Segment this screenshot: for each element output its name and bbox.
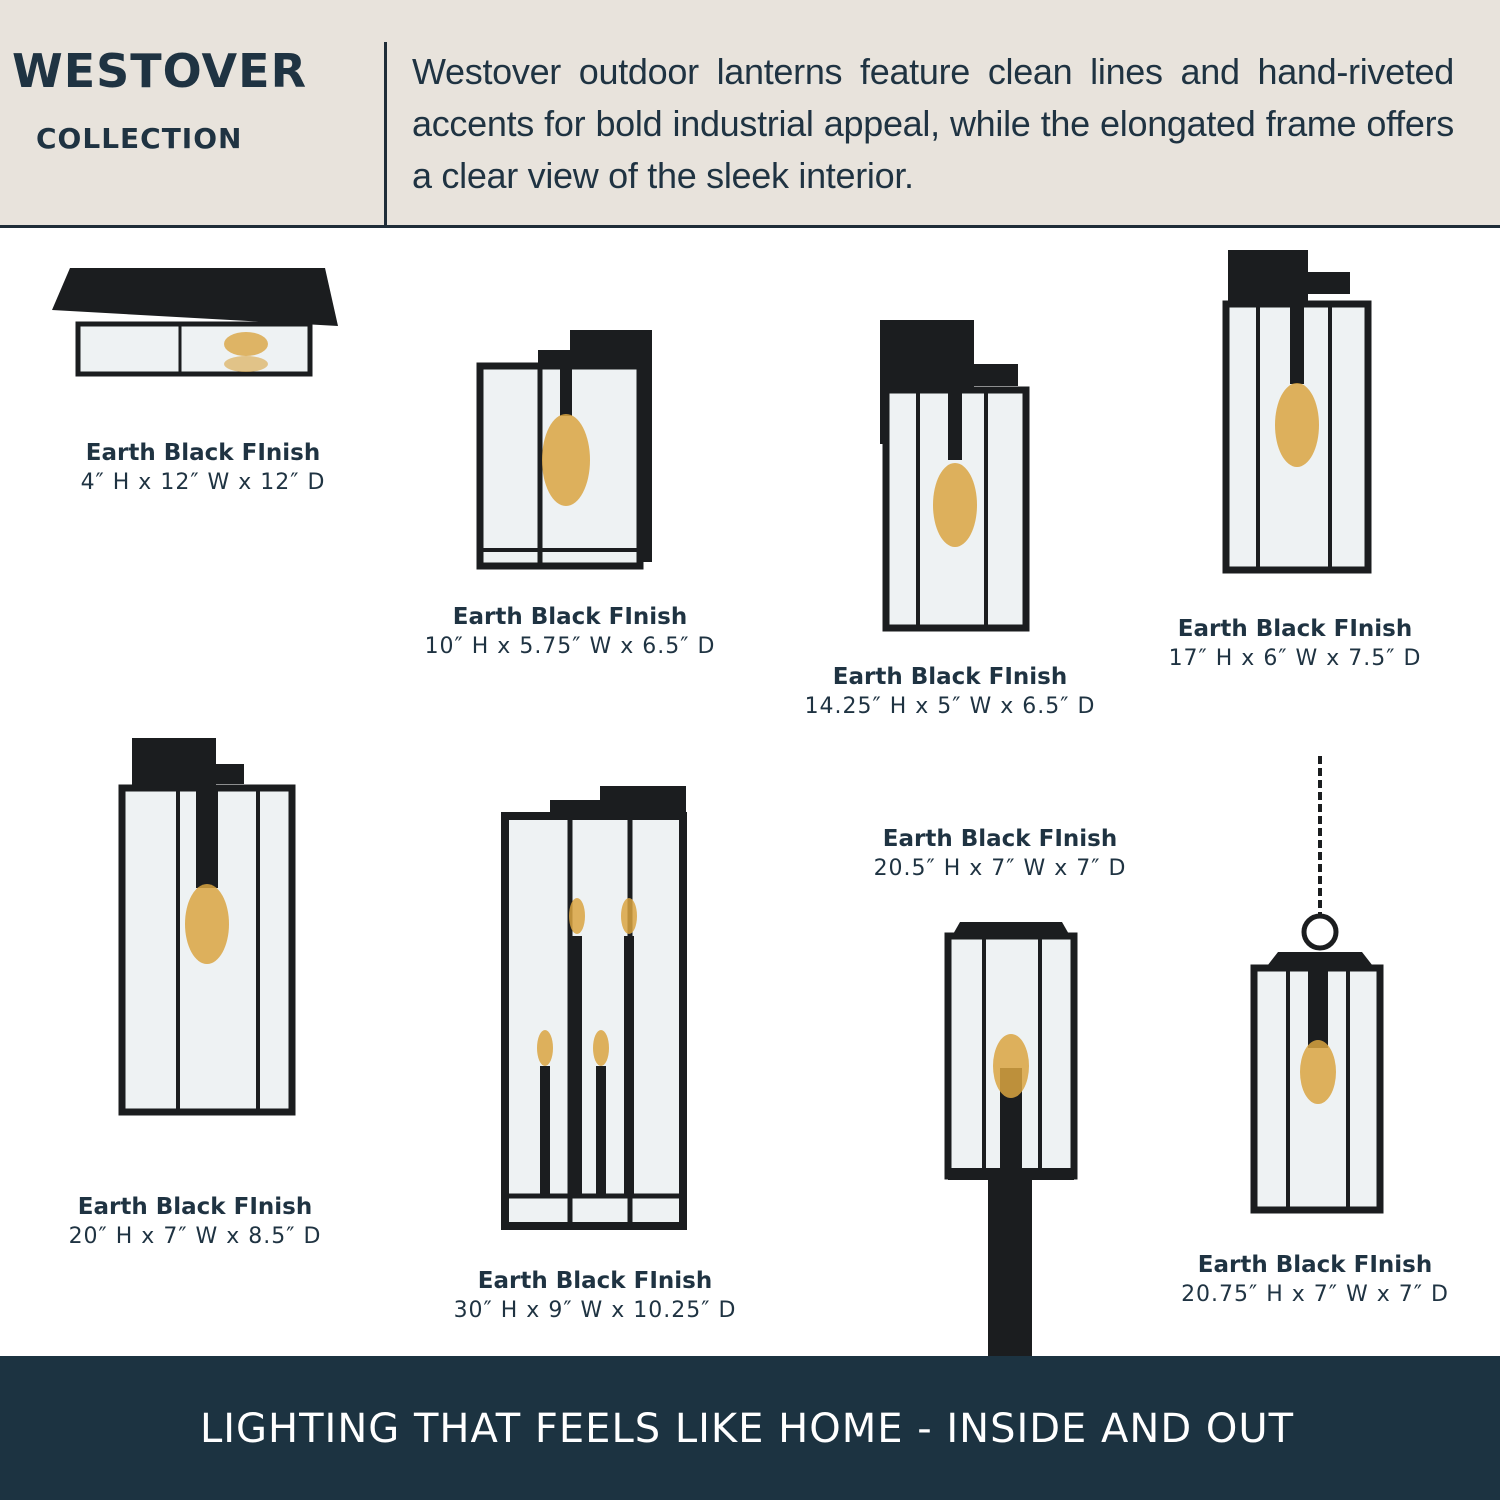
wall-lantern-medium-icon bbox=[880, 320, 1030, 632]
footer-tagline: LIGHTING THAT FEELS LIKE HOME - INSIDE A… bbox=[199, 1406, 1295, 1452]
product-finish: Earth Black FInish bbox=[1197, 1252, 1433, 1278]
product-dimensions: 10″ H x 5.75″ W x 6.5″ D bbox=[424, 634, 716, 659]
product-caption: Earth Black FInish 20.5″ H x 7″ W x 7″ D bbox=[850, 826, 1150, 881]
product-finish: Earth Black FInish bbox=[1177, 616, 1413, 642]
product-finish: Earth Black FInish bbox=[452, 604, 688, 630]
product-caption: Earth Black FInish 17″ H x 6″ W x 7.5″ D bbox=[1140, 616, 1450, 671]
collection-header: WESTOVER COLLECTION Westover outdoor lan… bbox=[0, 0, 1500, 228]
product-dimensions: 14.25″ H x 5″ W x 6.5″ D bbox=[804, 694, 1096, 719]
product-finish: Earth Black FInish bbox=[77, 1194, 313, 1220]
wall-lantern-three-light-icon bbox=[501, 786, 687, 1230]
wall-lantern-xl-icon bbox=[118, 738, 296, 1116]
product-caption: Earth Black FInish 4″ H x 12″ W x 12″ D bbox=[50, 440, 356, 495]
product-dimensions: 20″ H x 7″ W x 8.5″ D bbox=[68, 1224, 322, 1249]
post-lantern-icon bbox=[944, 922, 1078, 1356]
brand-subtitle: COLLECTION bbox=[36, 122, 243, 155]
wall-lantern-large-icon bbox=[1222, 250, 1372, 574]
header-divider bbox=[384, 42, 387, 228]
product-dimensions: 20.75″ H x 7″ W x 7″ D bbox=[1181, 1282, 1449, 1307]
product-dimensions: 4″ H x 12″ W x 12″ D bbox=[80, 470, 326, 495]
pendant-lantern-icon bbox=[1250, 756, 1384, 1214]
product-caption: Earth Black FInish 30″ H x 9″ W x 10.25″… bbox=[430, 1268, 760, 1323]
product-dimensions: 20.5″ H x 7″ W x 7″ D bbox=[873, 856, 1127, 881]
footer-banner: LIGHTING THAT FEELS LIKE HOME - INSIDE A… bbox=[0, 1356, 1500, 1500]
product-caption: Earth Black FInish 14.25″ H x 5″ W x 6.5… bbox=[780, 664, 1120, 719]
product-finish: Earth Black FInish bbox=[832, 664, 1068, 690]
flush-mount-lantern-icon bbox=[52, 268, 338, 377]
product-caption: Earth Black FInish 20″ H x 7″ W x 8.5″ D bbox=[40, 1194, 350, 1249]
brand-title: WESTOVER bbox=[12, 44, 307, 98]
product-finish: Earth Black FInish bbox=[477, 1268, 713, 1294]
product-dimensions: 17″ H x 6″ W x 7.5″ D bbox=[1168, 646, 1422, 671]
product-finish: Earth Black FInish bbox=[882, 826, 1118, 852]
product-caption: Earth Black FInish 20.75″ H x 7″ W x 7″ … bbox=[1160, 1252, 1470, 1307]
collection-description: Westover outdoor lanterns feature clean … bbox=[412, 51, 1454, 196]
product-caption: Earth Black FInish 10″ H x 5.75″ W x 6.5… bbox=[400, 604, 740, 659]
product-dimensions: 30″ H x 9″ W x 10.25″ D bbox=[453, 1298, 737, 1323]
wall-lantern-small-icon bbox=[476, 330, 652, 570]
product-finish: Earth Black FInish bbox=[85, 440, 321, 466]
